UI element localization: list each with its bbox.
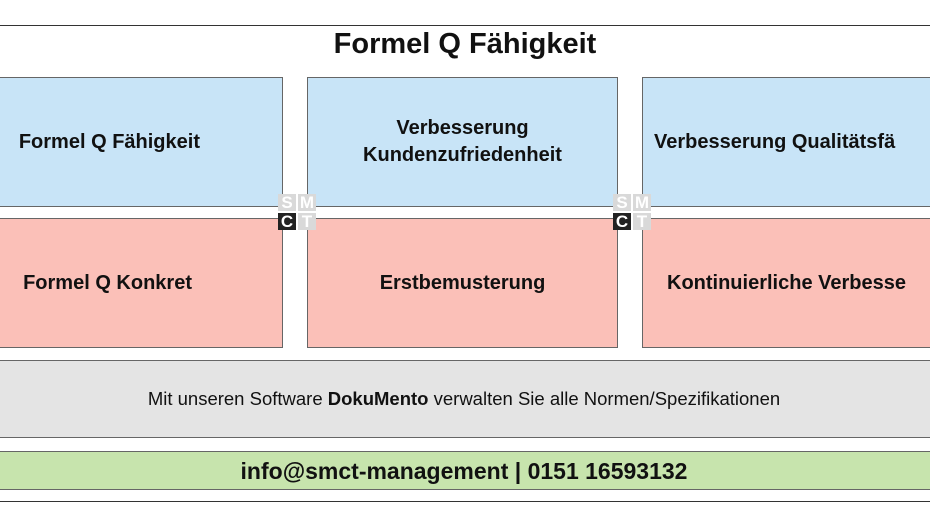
top-middle-box-line2: Kundenzufriedenheit: [363, 144, 562, 166]
logo-letter-c: C: [278, 213, 296, 230]
bottom-middle-box-label: Erstbemusterung: [379, 271, 546, 294]
contact-text: info@smct-management | 0151 16593132: [240, 457, 688, 484]
logo-letter-m: M: [633, 193, 651, 212]
top-middle-box-line1: Verbesserung: [396, 117, 529, 139]
bottom-left-box-label: Formel Q Konkret: [23, 271, 192, 294]
diagram-frame: [0, 25, 930, 502]
logo-letter-t: T: [633, 213, 651, 230]
bottom-right-box: Kontinuierliche Verbesse: [642, 218, 930, 348]
software-banner-suffix: verwalten Sie alle Normen/Spezifikatione…: [433, 388, 781, 409]
logo-letter-s: S: [613, 194, 631, 211]
page-title: Formel Q Fähigkeit: [333, 28, 597, 60]
top-right-box: Verbesserung Qualitätsfä: [642, 77, 930, 207]
top-middle-box: Verbesserung Kundenzufriedenheit: [307, 77, 618, 207]
bottom-middle-box: Erstbemusterung: [307, 218, 618, 348]
top-middle-box-label: Verbesserung Kundenzufriedenheit: [363, 115, 562, 169]
logo-letter-m: M: [298, 193, 316, 212]
top-left-box-label: Formel Q Fähigkeit: [18, 130, 200, 153]
software-banner-prefix: Mit unseren Software: [147, 388, 323, 409]
logo-letter-t: T: [298, 213, 316, 230]
top-right-box-label: Verbesserung Qualitätsfä: [654, 130, 896, 153]
contact-banner: info@smct-management | 0151 16593132: [0, 451, 930, 490]
software-product-name: DokuMento: [327, 388, 429, 409]
bottom-right-box-label: Kontinuierliche Verbesse: [667, 271, 906, 294]
smct-logo-right: S M C T: [613, 194, 651, 230]
logo-letter-c: C: [613, 213, 631, 230]
software-banner: Mit unseren Software DokuMento verwalten…: [0, 360, 930, 438]
top-left-box: Formel Q Fähigkeit: [0, 77, 283, 207]
smct-logo-left: S M C T: [278, 194, 316, 230]
logo-letter-s: S: [278, 194, 296, 211]
bottom-left-box: Formel Q Konkret: [0, 218, 283, 348]
